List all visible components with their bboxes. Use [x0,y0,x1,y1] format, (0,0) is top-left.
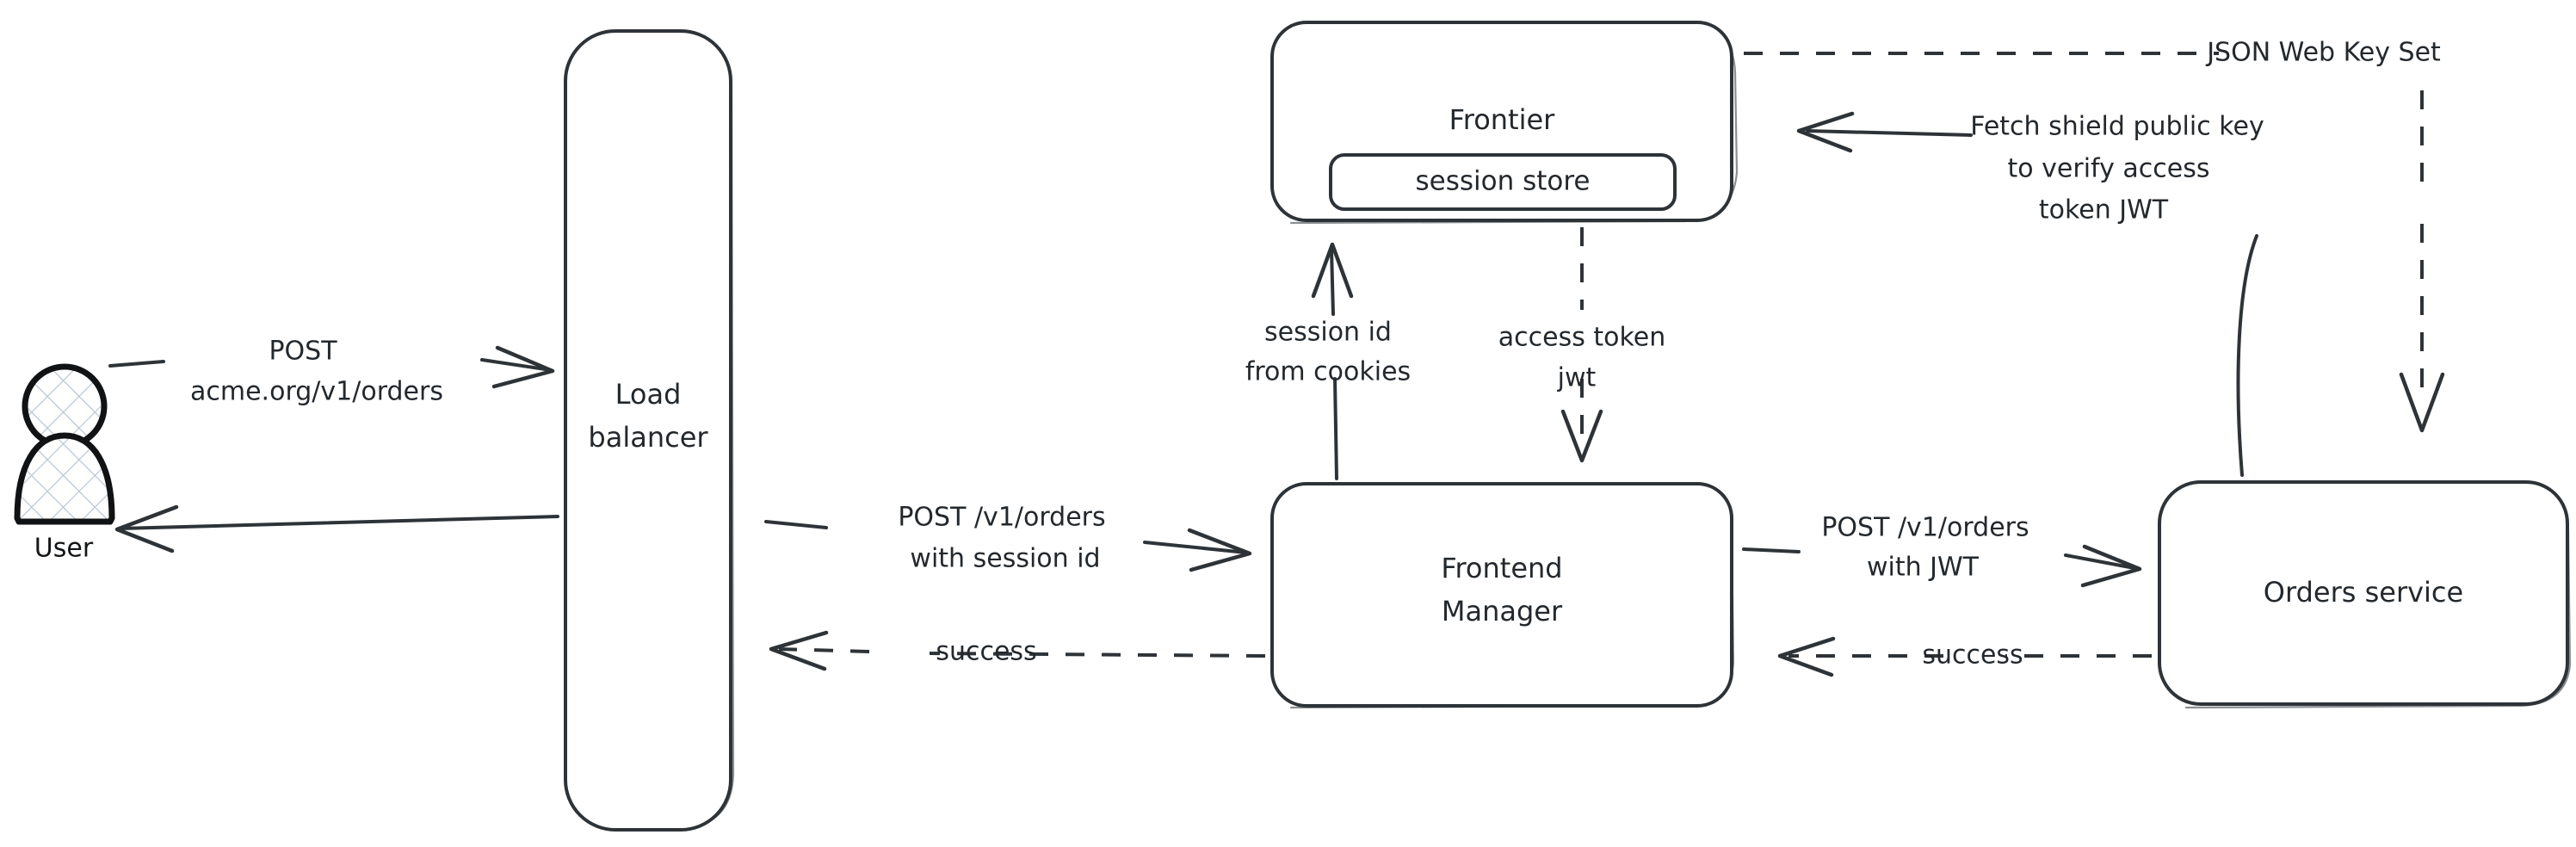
edge-lb-to-fm-label-line1: POST /v1/orders [898,503,1105,533]
edge-user-to-lb-label-line1: POST [269,337,337,367]
edge-fm-to-lb-success: success [769,630,1266,671]
edge-user-to-load-balancer: POST acme.org/v1/orders [108,337,555,407]
edge-fm-to-orders-label-line2: with JWT [1867,553,1980,583]
edge-orders-to-frontier: Fetch shield public key to verify access… [1796,112,2264,477]
edge-fm-to-lb-label: success [936,637,1036,667]
edge-orders-to-fm-label: success [1922,640,2023,671]
node-frontier-label: Frontier [1449,103,1556,136]
edge-frontier-to-fm-label-line2: jwt [1557,363,1597,393]
edge-fm-to-orders-label-line1: POST /v1/orders [1821,513,2029,543]
node-load-balancer-label-line1: Load [615,378,682,411]
edge-lb-to-frontend-manager: POST /v1/orders with session id [764,503,1252,574]
node-orders-service-label: Orders service [2264,576,2463,609]
edge-frontier-to-fm: access token jwt [1498,227,1666,463]
node-frontend-manager[interactable]: Frontend Manager [1270,482,1735,709]
edge-jwks-label: JSON Web Key Set [2205,38,2441,68]
edge-fm-to-frontier-label-line1: session id [1264,318,1392,348]
edge-frontier-to-orders-jwks: JSON Web Key Set [1744,38,2445,433]
edge-load-balancer-to-user [114,504,559,553]
node-frontend-manager-label-line2: Manager [1442,595,1563,628]
edge-frontier-to-fm-label-line1: access token [1498,323,1666,353]
person-icon [14,363,115,525]
edge-orders-to-frontier-label-line2: to verify access [2008,154,2210,184]
node-load-balancer[interactable]: Load balancer [564,29,735,832]
actor-user-label: User [34,534,94,564]
actor-user[interactable]: User [14,363,115,564]
node-session-store[interactable]: session store [1328,153,1677,211]
node-session-store-label: session store [1415,166,1590,197]
edge-orders-to-frontier-label-line1: Fetch shield public key [1970,112,2264,142]
edge-fm-to-frontier: session id from cookies [1245,242,1411,480]
node-frontend-manager-label-line1: Frontend [1441,552,1562,584]
edge-lb-to-fm-label-line2: with session id [910,544,1100,574]
node-orders-service[interactable]: Orders service [2158,480,2572,709]
node-frontier[interactable]: Frontier session store [1270,21,1739,225]
edge-fm-to-orders: POST /v1/orders with JWT [1742,513,2142,588]
edge-user-to-lb-label-line2: acme.org/v1/orders [190,377,443,407]
edge-orders-to-fm-success: success [1777,636,2152,677]
edge-fm-to-frontier-label-line2: from cookies [1245,357,1411,387]
edge-orders-to-frontier-label-line3: token JWT [2039,195,2169,226]
node-load-balancer-label-line2: balancer [588,421,708,454]
